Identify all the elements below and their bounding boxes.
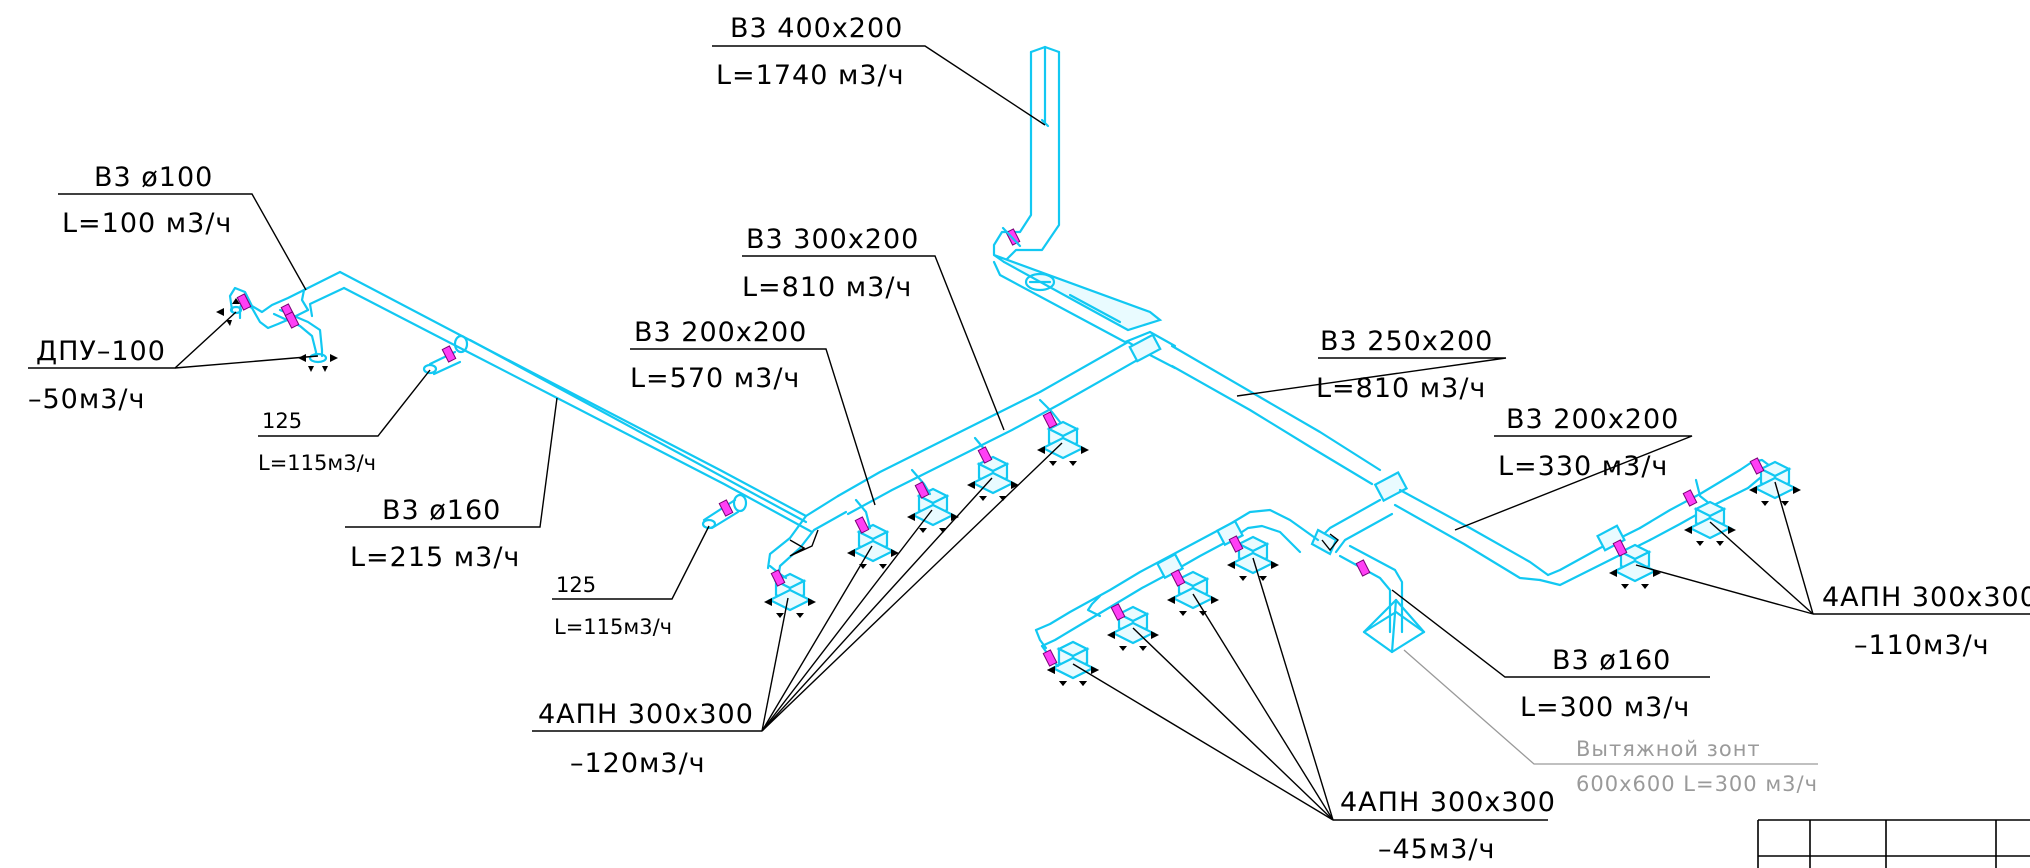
rect200-right-flow-label: L=330 м3/ч: [1498, 451, 1668, 482]
hood-round-size-label: В3 ø160: [1552, 645, 1671, 676]
branch125a-flow-label: L=115м3/ч: [258, 451, 376, 475]
grilles-bottom: [1040, 535, 1281, 688]
grille-bottom-size-label: 4АПН 300х300: [1340, 787, 1556, 818]
branch125b-size-label: 125: [556, 573, 596, 597]
riser-flow-label: L=1740 м3/ч: [716, 60, 905, 91]
grille-right-size-label: 4АПН 300х300: [1822, 582, 2030, 613]
leader-lines: [28, 45, 2030, 821]
riser-duct-400x200: [992, 45, 1163, 344]
title-block-corner: [1757, 819, 2030, 868]
riser-size-label: В3 400х200: [730, 13, 903, 44]
rect250-size-label: В3 250х200: [1320, 326, 1493, 357]
rect200-left-size-label: В3 200х200: [634, 317, 807, 348]
round-duct-160: [300, 270, 848, 582]
grilles-left: [762, 398, 1091, 620]
branch125a-size-label: 125: [262, 409, 302, 433]
grille-left-size-label: 4АПН 300х300: [538, 699, 754, 730]
rect250-flow-label: L=810 м3/ч: [1316, 373, 1486, 404]
rect200-right-size-label: В3 200х200: [1506, 404, 1679, 435]
rect300-size-label: В3 300х200: [746, 224, 919, 255]
round100-flow-label: L=100 м3/ч: [62, 208, 232, 239]
grille-bottom-flow-label: –45м3/ч: [1378, 834, 1495, 865]
dpu-size-label: ДПУ–100: [36, 336, 166, 367]
branch125b-flow-label: L=115м3/ч: [554, 615, 672, 639]
hood-note-flow: 600х600 L=300 м3/ч: [1576, 772, 1818, 796]
hood-round-flow-label: L=300 м3/ч: [1520, 692, 1690, 723]
round100-size-label: В3 ø100: [94, 162, 213, 193]
rect300-flow-label: L=810 м3/ч: [742, 272, 912, 303]
round-duct-100: [216, 286, 338, 372]
round160-flow-label: L=215 м3/ч: [350, 542, 520, 573]
labels: В3 400х200 L=1740 м3/ч В3 ø100 L=100 м3/…: [28, 13, 2030, 865]
grille-left-flow-label: –120м3/ч: [570, 748, 706, 779]
grille-right-flow-label: –110м3/ч: [1854, 630, 1990, 661]
exhaust-hood: [1362, 598, 1426, 654]
hood-note-title: Вытяжной зонт: [1576, 737, 1761, 761]
duct-network: [216, 45, 1803, 688]
branch-lower: [1034, 498, 1426, 654]
dpu-flow-label: –50м3/ч: [28, 384, 145, 415]
rect200-left-flow-label: L=570 м3/ч: [630, 363, 800, 394]
trunk-300x200: [836, 330, 1177, 516]
round160-size-label: В3 ø160: [382, 495, 501, 526]
